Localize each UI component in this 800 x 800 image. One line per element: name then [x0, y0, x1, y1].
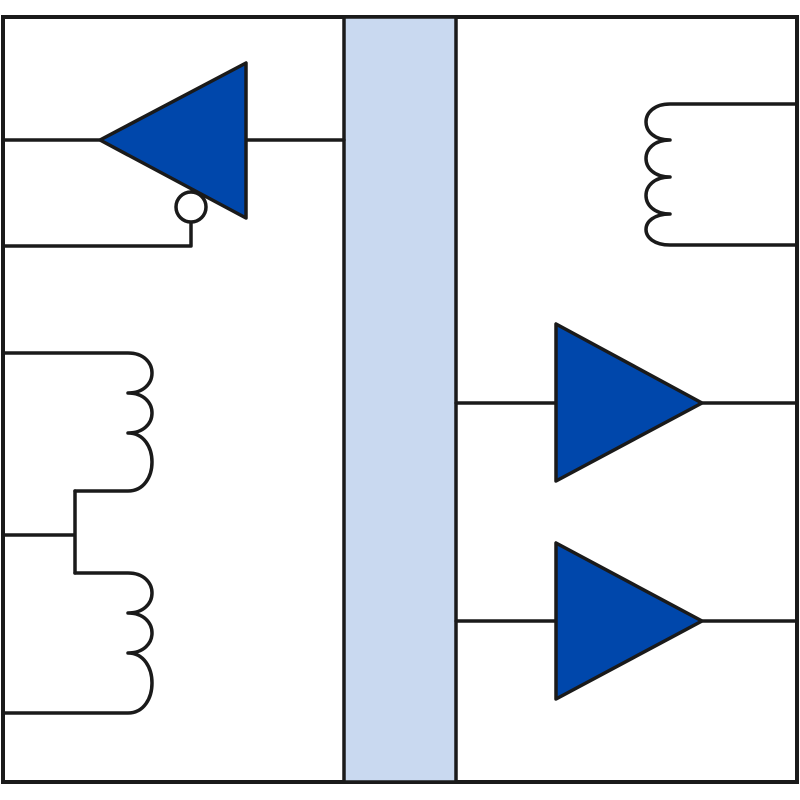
isolation-barrier	[342, 15, 458, 784]
inversion-bubble	[174, 190, 208, 224]
right-lower-driver	[554, 541, 704, 701]
right-coil	[644, 102, 799, 247]
left-upper-coil	[3, 351, 154, 493]
right-upper-driver	[554, 322, 704, 483]
left-inverting-buffer	[98, 61, 248, 220]
coil-center-tap	[3, 489, 77, 575]
left-lower-coil	[3, 571, 154, 715]
buffer-enable-wire	[3, 221, 193, 248]
